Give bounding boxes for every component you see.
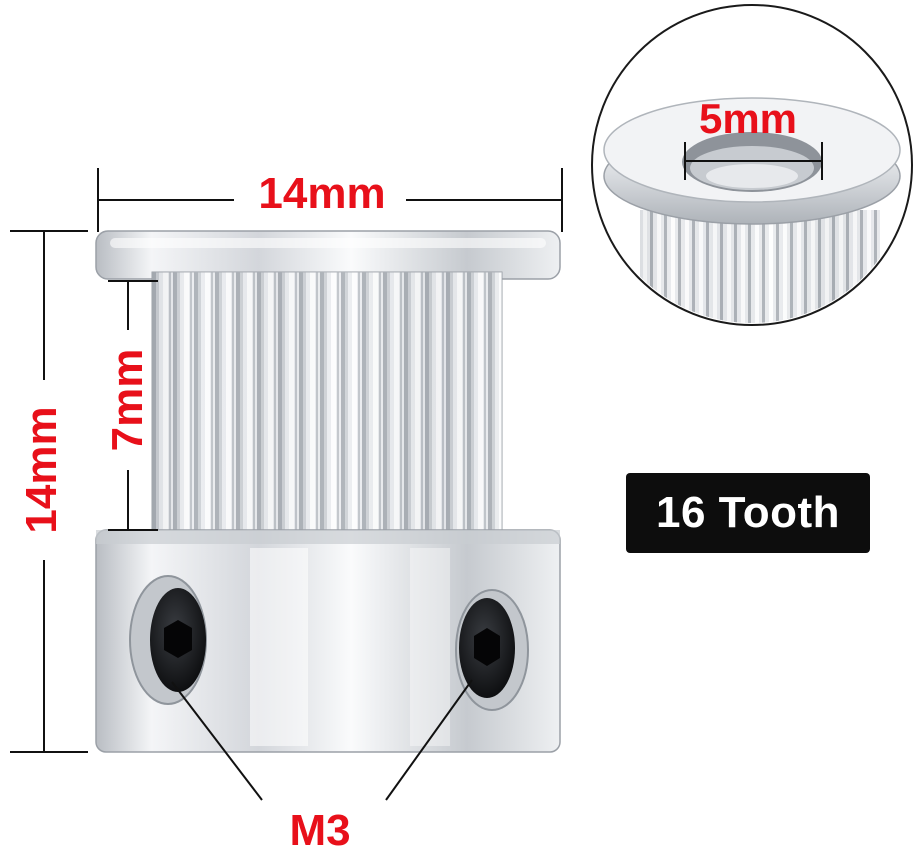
teeth-height-label: 7mm bbox=[103, 349, 152, 452]
total-height-label: 14mm bbox=[17, 406, 66, 533]
dimension-lines bbox=[10, 168, 563, 801]
pulley-body bbox=[95, 230, 561, 753]
set-screw-right bbox=[455, 589, 529, 711]
dimension-labels: 14mm 14mm 7mm M3 bbox=[17, 169, 386, 853]
tooth-count-label: 16 Tooth bbox=[655, 488, 841, 537]
bore-inset: 5mm bbox=[591, 4, 913, 326]
set-screw-left bbox=[129, 575, 207, 705]
tooth-count-badge: 16 Tooth bbox=[626, 473, 870, 553]
width-label: 14mm bbox=[258, 169, 385, 218]
bore-label: 5mm bbox=[699, 95, 797, 142]
screw-label: M3 bbox=[289, 806, 350, 853]
